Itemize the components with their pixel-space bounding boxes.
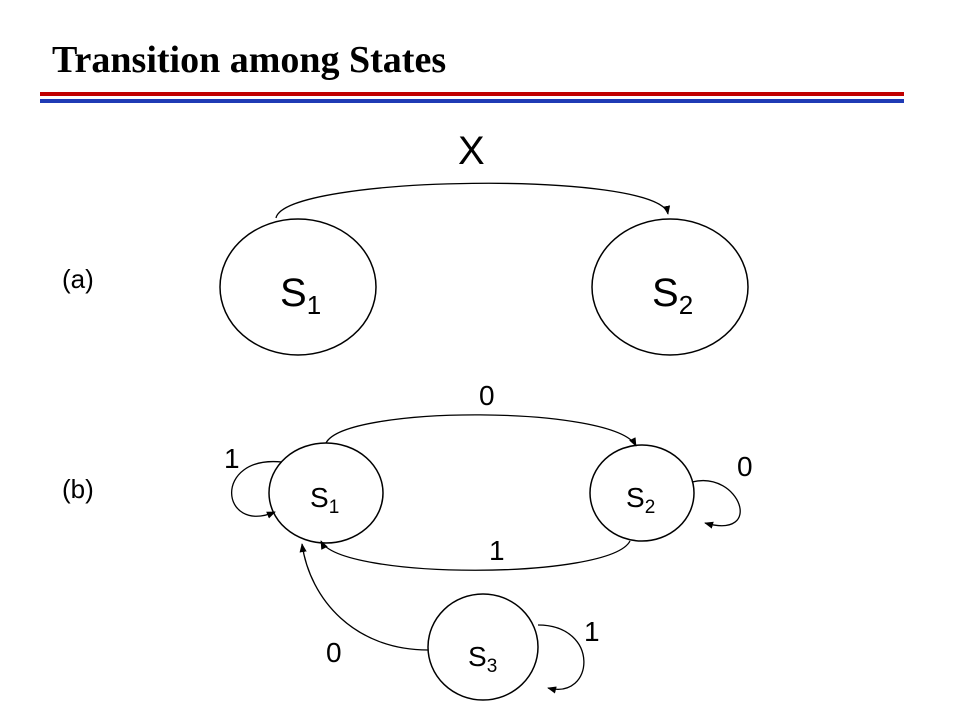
diagram-b-edge-s2-self-label: 0 bbox=[737, 451, 753, 482]
diagram-b-state-s2-label: S2 bbox=[626, 482, 655, 518]
diagram-b-edge-s2-to-s1 bbox=[320, 540, 631, 571]
diagram-b-edge-s1-to-s2-label: 0 bbox=[479, 380, 495, 411]
title-underline-red bbox=[40, 92, 904, 96]
diagram-a-state-s2 bbox=[591, 218, 749, 356]
diagram-a-state-s2-label: S2 bbox=[652, 271, 693, 320]
diagram-b-edge-s1-to-s2 bbox=[325, 414, 637, 447]
slide-title: Transition among States bbox=[52, 39, 447, 81]
diagram-a-state-s1 bbox=[219, 218, 377, 356]
diagram-a-state-s1-label: S1 bbox=[280, 271, 321, 320]
diagram-b-state-s3 bbox=[427, 593, 539, 701]
diagram-b-label: (b) bbox=[62, 474, 94, 504]
diagram-b-edge-s3-to-s1 bbox=[299, 543, 429, 651]
diagram-b: (b) S1 S2 S3 0 1 1 0 0 1 bbox=[62, 380, 753, 701]
diagram-b-state-s2 bbox=[589, 444, 695, 542]
diagram-b-edge-s3-self-label: 1 bbox=[584, 616, 600, 647]
diagram-a-edge-s1-to-s2 bbox=[275, 182, 671, 219]
diagram-a-edge-label: X bbox=[458, 129, 485, 173]
diagram-b-edge-s1-self bbox=[231, 461, 283, 519]
diagram-a: (a) S1 S2 X bbox=[62, 129, 749, 356]
title-underline-blue bbox=[40, 99, 904, 103]
diagram-b-edge-s1-self-label: 1 bbox=[224, 443, 240, 474]
diagram-a-label: (a) bbox=[62, 264, 94, 294]
diagram-b-edge-s2-to-s1-label: 1 bbox=[489, 535, 505, 566]
diagram-b-state-s3-label: S3 bbox=[468, 641, 497, 677]
diagram-b-edge-s3-self bbox=[537, 624, 585, 694]
diagram-b-edge-s3-to-s1-label: 0 bbox=[326, 637, 342, 668]
diagram-b-state-s1-label: S1 bbox=[310, 482, 339, 518]
diagram-b-edge-s2-self bbox=[691, 479, 741, 529]
